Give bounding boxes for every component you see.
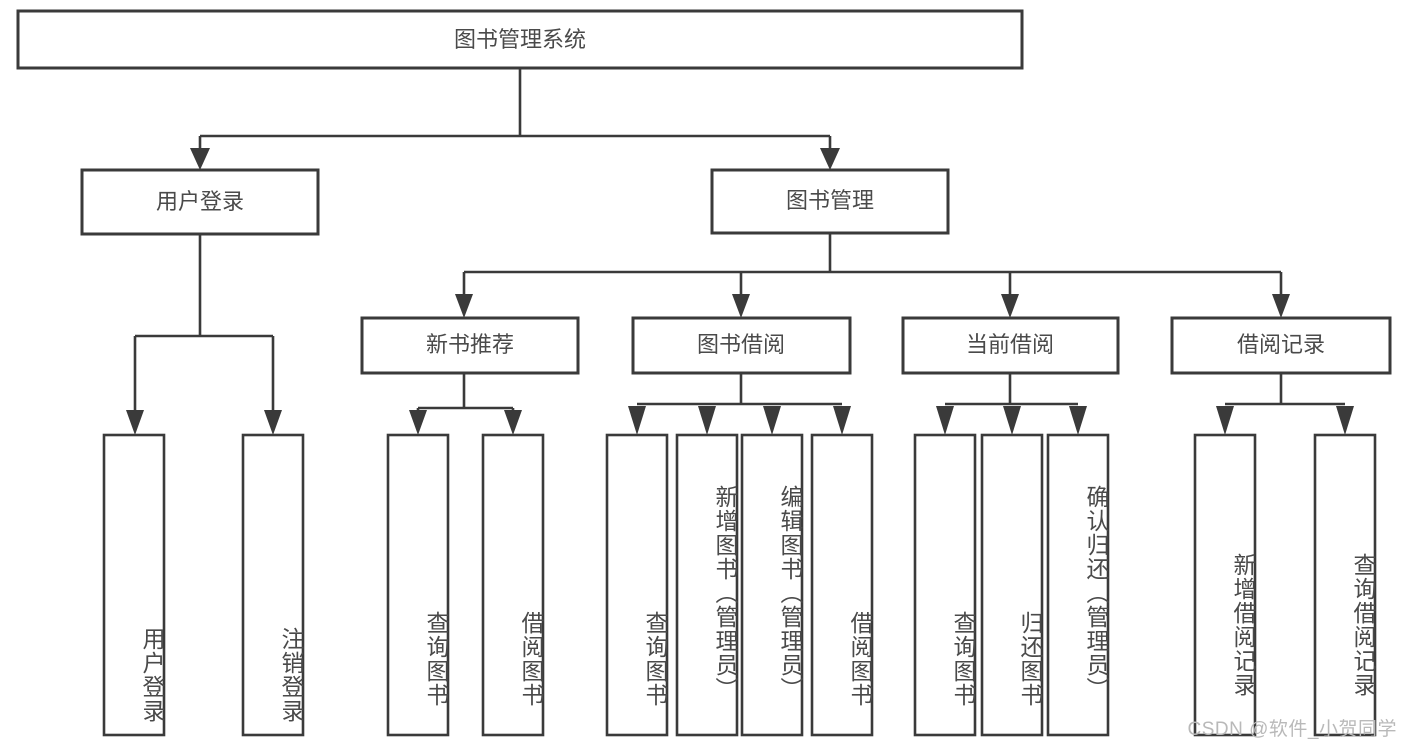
leaf-edit-book-admin-box[interactable] <box>740 433 804 737</box>
arrow-to-current-borrow <box>1001 294 1019 318</box>
leaf-query-borrow-record-box[interactable] <box>1313 433 1377 737</box>
leaf-borrow-book-box[interactable] <box>810 433 874 737</box>
node-current-borrow-label: 当前借阅 <box>966 332 1054 357</box>
arrow-to-leaf-logout <box>264 410 282 435</box>
node-user-login[interactable]: 用户登录 <box>80 168 320 236</box>
arrow-to-book-borrow <box>732 294 750 318</box>
node-root-label: 图书管理系统 <box>454 27 586 52</box>
arrow-to-leaf-query-book-current <box>936 406 954 435</box>
csdn-watermark: CSDN @软件_小贺同学 <box>1187 719 1397 740</box>
node-borrow-record[interactable]: 借阅记录 <box>1170 316 1392 375</box>
node-borrow-record-box[interactable] <box>1170 316 1392 375</box>
arrow-to-leaf-edit-book-admin <box>763 406 781 435</box>
node-user-login-box[interactable] <box>80 168 320 236</box>
arrow-to-leaf-confirm-return-admin <box>1069 406 1087 435</box>
node-new-book-recommend-label: 新书推荐 <box>426 332 514 357</box>
leaf-borrow-book-rec-box[interactable] <box>481 433 545 737</box>
leaf-query-book-current-box[interactable] <box>913 433 977 737</box>
arrow-to-book-manage <box>820 148 840 170</box>
leaf-user-login-box[interactable] <box>102 433 166 737</box>
leaf-query-book-borrow-box[interactable] <box>605 433 669 737</box>
node-new-book-recommend[interactable]: 新书推荐 <box>360 316 580 375</box>
arrow-to-borrow-record <box>1272 294 1290 318</box>
node-book-borrow[interactable]: 图书借阅 <box>631 316 852 375</box>
node-root-box[interactable] <box>16 9 1024 70</box>
leaf-confirm-return-admin-box[interactable] <box>1046 433 1110 737</box>
leaf-box-layer <box>102 433 1377 737</box>
arrow-to-new-book-recommend <box>455 294 473 318</box>
node-book-manage-label: 图书管理 <box>786 188 874 213</box>
leaf-logout-box[interactable] <box>241 433 305 737</box>
arrow-to-leaf-user-login <box>126 410 144 435</box>
arrow-to-leaf-add-borrow-record <box>1216 406 1234 435</box>
arrow-to-user-login <box>190 148 210 170</box>
arrow-to-leaf-query-borrow-record <box>1336 406 1354 435</box>
node-root[interactable]: 图书管理系统 <box>16 9 1024 70</box>
node-user-login-label: 用户登录 <box>156 189 244 214</box>
arrow-to-leaf-return-book <box>1003 406 1021 435</box>
arrow-to-leaf-borrow-book <box>833 406 851 435</box>
node-book-manage[interactable]: 图书管理 <box>710 168 950 235</box>
node-borrow-record-label: 借阅记录 <box>1237 332 1325 357</box>
arrow-to-leaf-query-book-borrow <box>628 406 646 435</box>
leaf-add-book-admin-box[interactable] <box>675 433 739 737</box>
leaf-query-book-rec-box[interactable] <box>386 433 450 737</box>
arrow-to-leaf-borrow-book-rec <box>504 410 522 435</box>
node-book-borrow-box[interactable] <box>631 316 852 375</box>
connector-layer <box>126 68 1354 435</box>
node-book-borrow-label: 图书借阅 <box>697 332 785 357</box>
arrow-to-leaf-add-book-admin <box>698 406 716 435</box>
node-current-borrow-box[interactable] <box>901 316 1120 375</box>
node-new-book-recommend-box[interactable] <box>360 316 580 375</box>
arrow-to-leaf-query-book-rec <box>409 410 427 435</box>
leaf-return-book-box[interactable] <box>980 433 1044 737</box>
node-book-manage-box[interactable] <box>710 168 950 235</box>
leaf-add-borrow-record-box[interactable] <box>1193 433 1257 737</box>
node-current-borrow[interactable]: 当前借阅 <box>901 316 1120 375</box>
